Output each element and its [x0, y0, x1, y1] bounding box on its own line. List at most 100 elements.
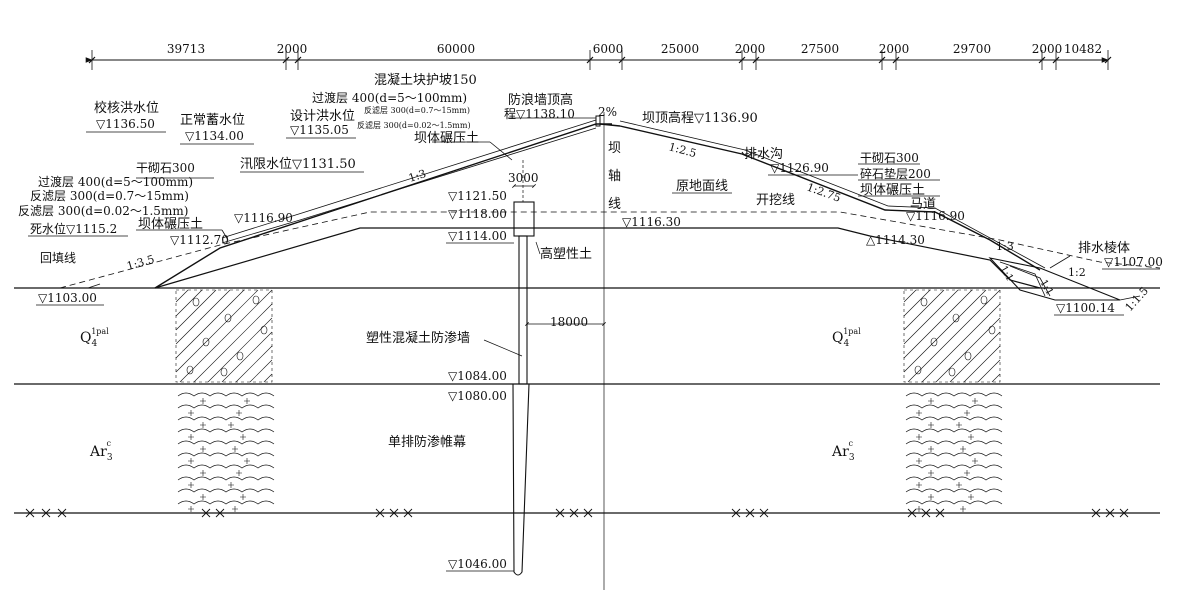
wave-hatch-line [905, 452, 1003, 457]
dimension-tick [892, 56, 900, 64]
slope-ratio: 1:1.5 [1123, 284, 1152, 314]
wave-hatch-line [905, 416, 1003, 421]
wave-hatch-line [905, 428, 1003, 433]
wave-hatch-line [905, 404, 1003, 409]
backfill-leader [87, 283, 101, 289]
hatch-line [221, 331, 273, 383]
cutoff-structures [483, 160, 606, 576]
plus-symbol [188, 458, 194, 464]
downstream-slope [619, 125, 1041, 271]
cross-mark [731, 508, 741, 518]
plus-symbol [960, 446, 966, 452]
check-flood-level-label: 校核洪水位 [94, 100, 159, 116]
slope-ratio: 1:2 [1068, 266, 1086, 279]
concrete-block-protection-note: 混凝土块护坡150 [374, 72, 477, 88]
elevation-1080: ▽1080.00 [448, 389, 507, 403]
plus-symbol [236, 470, 242, 476]
slope-ratio: 1:3 [407, 167, 428, 185]
pebble-symbol [980, 295, 988, 305]
original-ground-line [59, 211, 1161, 289]
dam-axis-label: 轴 [608, 169, 621, 184]
hatch-line [179, 289, 273, 383]
toe-filter-note: 反滤层 300(d=0.7～15mm) [30, 189, 189, 203]
toe-dam-fill-note: 坝体碾压土 [138, 217, 203, 232]
berm-label: 马道 [910, 197, 936, 212]
wave-hatch-line [905, 392, 1003, 397]
dimension-chain: 39713 2000 60000 6000 25000 2000 27500 2… [85, 42, 1112, 70]
slope-ratio: 1:3 [996, 240, 1014, 253]
wave-wall [595, 115, 601, 127]
elevation-1116-30: ▽1116.30 [622, 215, 681, 229]
design-flood-level-label: 设计洪水位 [290, 109, 355, 124]
plus-symbol [928, 422, 934, 428]
crest-slope-label: 2% [598, 105, 617, 119]
geology-labels: Q41pal Q41pal Ar3c Ar3c [80, 327, 861, 463]
pebble-symbol [186, 365, 194, 375]
hatch-line [175, 289, 189, 303]
hatch-line [175, 289, 245, 359]
dead-water-level: 死水位▽1115.2 [30, 221, 117, 236]
slope-protection-line [221, 127, 597, 244]
plus-symbol [228, 482, 234, 488]
plus-symbol [240, 434, 246, 440]
plus-symbol [188, 506, 194, 512]
pebble-symbol [964, 351, 972, 361]
plus-symbol [972, 458, 978, 464]
grout-curtain [512, 383, 530, 576]
cross-mark [201, 508, 211, 518]
plus-symbol [232, 506, 238, 512]
toe-transition-note: 过渡层 400(d=5～100mm) [38, 174, 193, 189]
grout-curtain-label: 单排防渗帷幕 [388, 434, 466, 450]
pebble-symbol [914, 365, 922, 375]
alluvium-symbol-left: Q41pal [80, 327, 109, 349]
cross-mark [215, 508, 225, 518]
pebble-symbol [224, 313, 232, 323]
cross-mark [57, 508, 67, 518]
hatch-line [991, 373, 1001, 383]
dimension-label: 39713 [167, 42, 205, 56]
wave-hatch-line [905, 488, 1003, 493]
cross-mark [1091, 508, 1101, 518]
slope-ratio: 1:2.75 [805, 181, 843, 205]
center-annotations: 3000 ▽1121.50 ▽1118.00 ▽1114.00 高塑性土 180… [366, 105, 621, 572]
cross-mark [403, 508, 413, 518]
elevation-1103: ▽1103.00 [38, 291, 97, 305]
plus-symbol [200, 494, 206, 500]
cross-mark [1105, 508, 1115, 518]
high-plastic-soil-block [513, 201, 535, 237]
toe-dry-stone-note: 干砌石300 [136, 161, 195, 175]
hatch-line [235, 345, 273, 383]
hatch-line [935, 317, 1001, 383]
normal-pool-level-label: 正常蓄水位 [180, 113, 245, 128]
cross-mark [907, 508, 917, 518]
wave-hatch-line [177, 392, 275, 397]
stratum-lines [14, 287, 1160, 518]
dimension-label: 6000 [593, 42, 624, 56]
plus-symbol [916, 482, 922, 488]
plus-symbol [916, 506, 922, 512]
slope-protection-line [221, 119, 597, 239]
dimension-label: 10482 [1064, 42, 1102, 56]
transition-layer-note: 过渡层 400(d=5～100mm) [312, 90, 467, 105]
cross-mark [759, 508, 769, 518]
plus-symbol [244, 458, 250, 464]
dimension-label: 2000 [879, 42, 910, 56]
prism-toe [1119, 295, 1141, 301]
dimension-label: 27500 [801, 42, 839, 56]
cross-mark [583, 508, 593, 518]
cross-mark [555, 508, 565, 518]
wave-hatch-line [177, 404, 275, 409]
pebble-symbol [202, 337, 210, 347]
wave-hatch-line [177, 464, 275, 469]
elevation-1116-90: ▽1116.90 [234, 211, 293, 225]
wave-hatch-line [905, 464, 1003, 469]
elevation-1112-70: ▽1112.70 [170, 233, 229, 247]
wave-hatch-line [905, 500, 1003, 505]
wave-hatch-line [177, 428, 275, 433]
pebble-symbol [192, 297, 200, 307]
berm-elevation: ▽1116.90 [906, 209, 965, 223]
plus-symbol [916, 410, 922, 416]
plus-symbol [928, 446, 934, 452]
plus-symbol [964, 470, 970, 476]
plus-symbol [188, 482, 194, 488]
